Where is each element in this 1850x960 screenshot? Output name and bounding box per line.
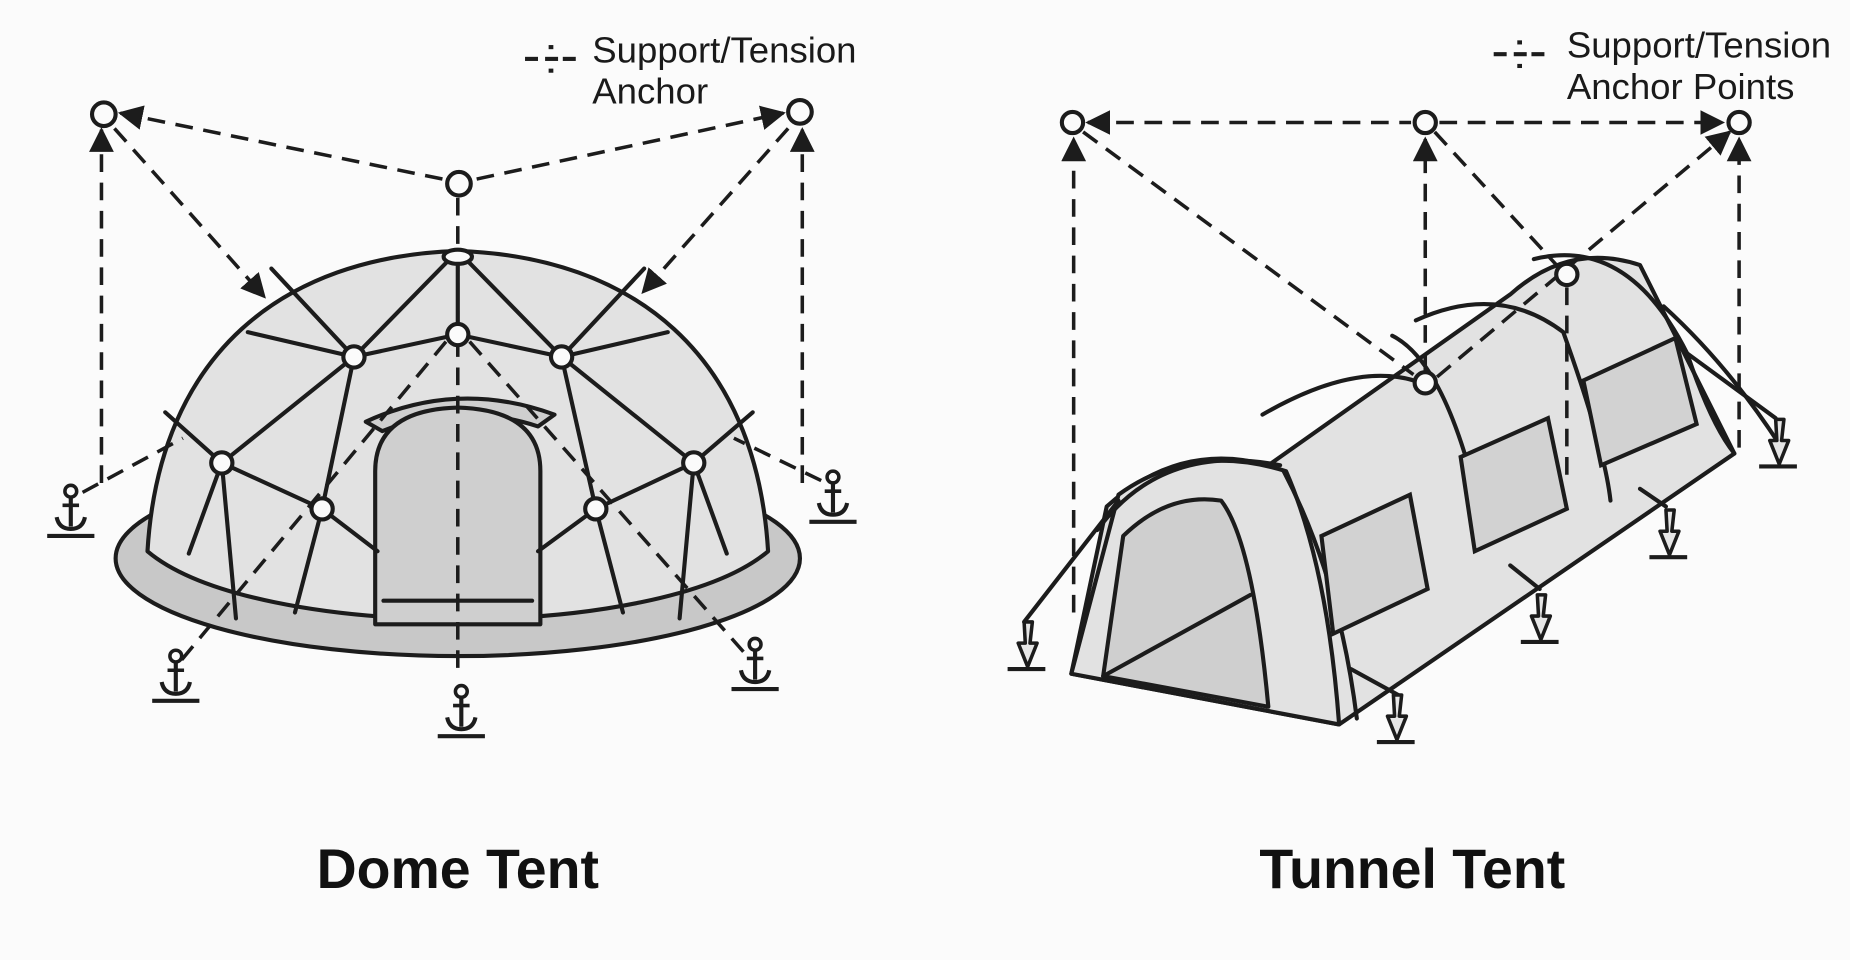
tent-stake-icon xyxy=(1008,622,1046,669)
tunnel-caption: Tunnel Tent xyxy=(1259,838,1565,900)
tunnel-legend: Support/Tension Anchor Points xyxy=(1493,25,1831,107)
tension-node-icon xyxy=(341,344,367,370)
tension-node-icon xyxy=(786,98,814,126)
dome-legend-line2: Anchor xyxy=(592,71,708,112)
tension-node-icon xyxy=(1412,370,1438,396)
ground-anchor-icon xyxy=(152,650,199,701)
tent-stake-icon xyxy=(1649,510,1687,557)
tension-node-icon xyxy=(681,450,707,476)
dash-node-icon xyxy=(1493,40,1545,69)
tension-node-icon xyxy=(1554,261,1580,288)
tension-node-icon xyxy=(548,344,575,370)
ground-anchor-icon xyxy=(47,485,94,536)
tension-node-icon xyxy=(89,100,118,129)
tunnel-nodes xyxy=(1059,109,1752,396)
dome-tent-section: Support/Tension Anchor xyxy=(47,29,856,900)
dome-legend: Support/Tension Anchor xyxy=(525,29,857,112)
tunnel-tension-lines xyxy=(1061,110,1752,613)
ground-anchor-icon xyxy=(438,686,485,737)
tunnel-guy-lines xyxy=(1022,351,1778,698)
tunnel-window xyxy=(1319,491,1430,637)
tunnel-window xyxy=(1580,335,1700,469)
dome-legend-line1: Support/Tension xyxy=(592,29,856,70)
tunnel-windows xyxy=(1319,335,1700,637)
tunnel-legend-line2: Anchor Points xyxy=(1567,66,1795,107)
tent-stake-icon xyxy=(1521,595,1559,642)
dome-nodes xyxy=(89,98,814,522)
tension-node-icon xyxy=(583,496,609,522)
tent-stake-icon xyxy=(1759,419,1797,466)
tunnel-window xyxy=(1458,415,1570,555)
dash-node-icon xyxy=(525,45,576,73)
tension-node-icon xyxy=(1412,109,1438,136)
tension-node-icon xyxy=(209,450,235,476)
tension-node-icon xyxy=(1726,109,1752,136)
tension-node-icon xyxy=(1059,109,1086,136)
tension-node-icon xyxy=(445,321,471,348)
tent-stake-icon xyxy=(1377,695,1415,742)
tension-node-icon xyxy=(441,247,475,266)
tunnel-tent-section: Support/Tension Anchor Points xyxy=(1008,25,1831,900)
tunnel-legend-line1: Support/Tension xyxy=(1567,25,1831,66)
dome-caption: Dome Tent xyxy=(317,838,599,900)
tension-node-icon xyxy=(445,169,473,198)
tension-node-icon xyxy=(309,496,335,522)
